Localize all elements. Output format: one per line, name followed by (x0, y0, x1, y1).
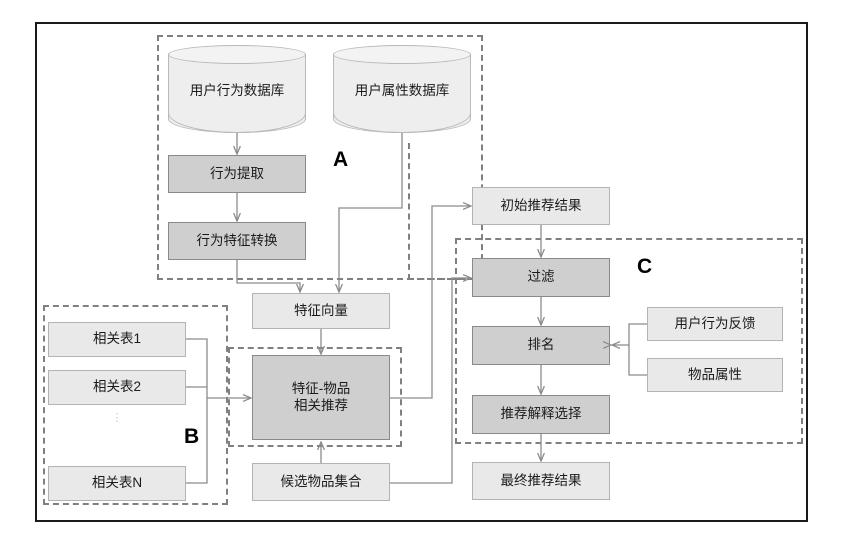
feature-vector-node[interactable]: 特征向量 (252, 293, 390, 329)
cylinder-top-cap (168, 45, 306, 64)
filter-node[interactable]: 过滤 (472, 258, 610, 297)
user-attribute-db: 用户属性数据库 (333, 45, 471, 133)
related-table-1-node[interactable]: 相关表1 (48, 322, 186, 357)
item-attribute-node[interactable]: 物品属性 (647, 358, 783, 392)
final-recommend-result-node[interactable]: 最终推荐结果 (472, 462, 610, 500)
user-behavior-db: 用户行为数据库 (168, 45, 306, 133)
feature-item-recommend-node[interactable]: 特征-物品 相关推荐 (252, 355, 390, 440)
feature-item-recommend-line2: 相关推荐 (294, 397, 348, 413)
ellipsis-vertical: ⋮ (111, 412, 123, 424)
related-table-n-node[interactable]: 相关表N (48, 466, 186, 501)
related-table-2-node[interactable]: 相关表2 (48, 370, 186, 405)
recommend-explanation-selection-node[interactable]: 推荐解释选择 (472, 395, 610, 434)
group-b-boundary (43, 305, 228, 505)
group-a-label: A (333, 148, 349, 171)
cylinder-top-cap (333, 45, 471, 64)
group-a-boundary (157, 35, 483, 280)
user-behavior-feedback-node[interactable]: 用户行为反馈 (647, 307, 783, 341)
initial-recommend-result-node[interactable]: 初始推荐结果 (472, 187, 610, 225)
feature-item-recommend-line1: 特征-物品 (291, 381, 351, 397)
user-attribute-db-label: 用户属性数据库 (354, 83, 450, 98)
user-behavior-db-label: 用户行为数据库 (189, 83, 285, 98)
group-c-label: C (637, 255, 653, 278)
candidate-item-set-node[interactable]: 候选物品集合 (252, 463, 390, 501)
ranking-node[interactable]: 排名 (472, 326, 610, 365)
behavior-extraction-node[interactable]: 行为提取 (168, 155, 306, 193)
behavior-feature-transform-node[interactable]: 行为特征转换 (168, 222, 306, 260)
group-b-label: B (184, 425, 200, 448)
